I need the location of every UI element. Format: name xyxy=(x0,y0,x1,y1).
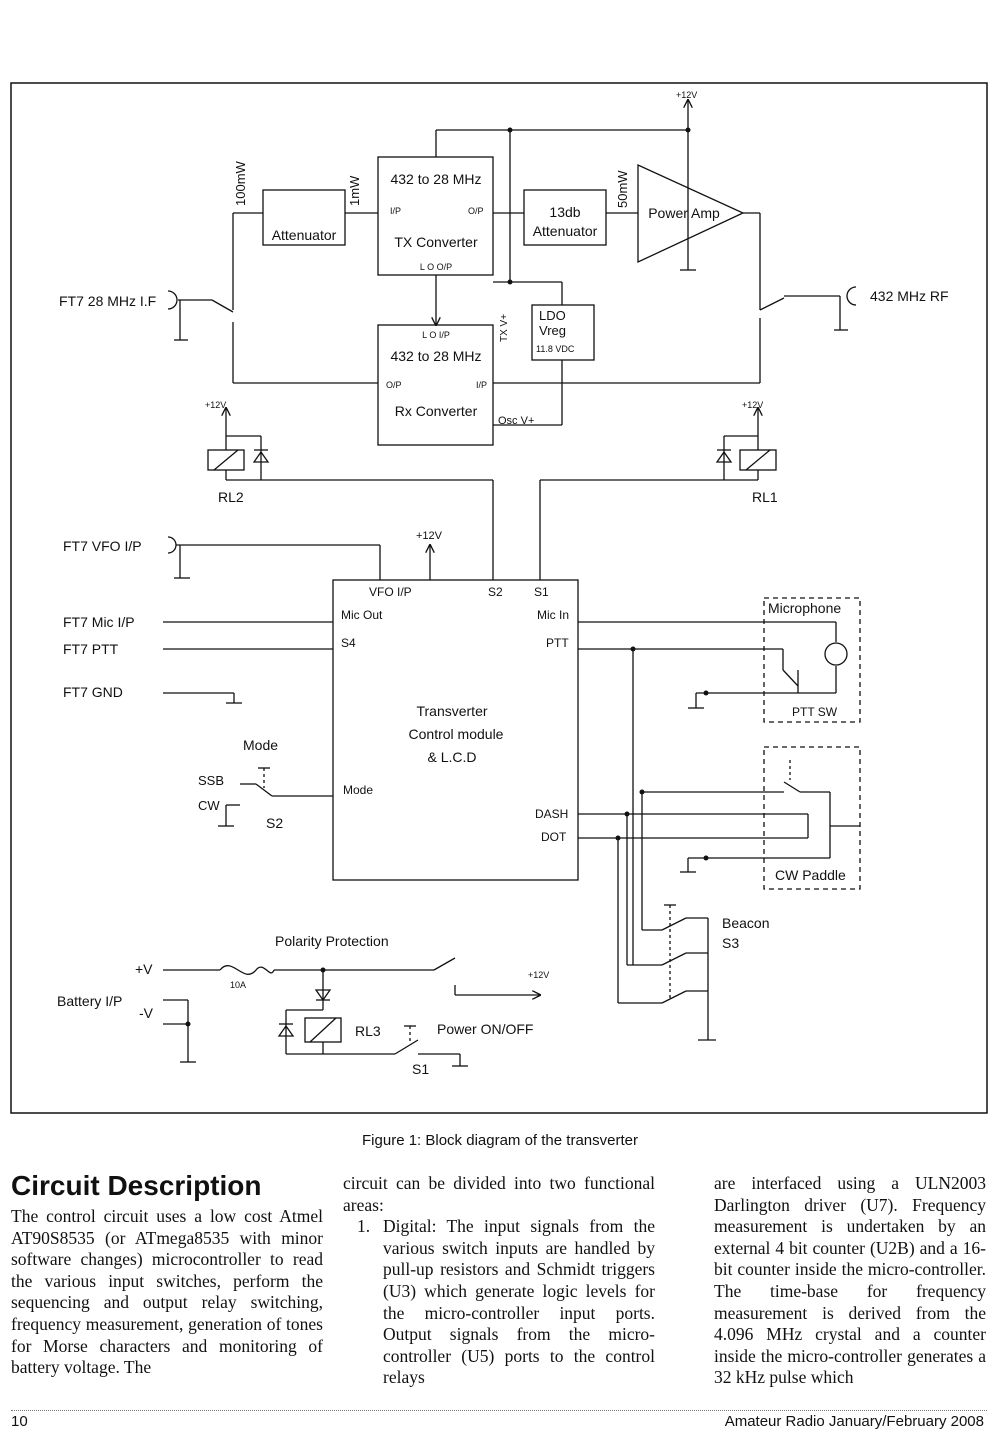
pin-dot: DOT xyxy=(541,830,567,844)
mode-label: Mode xyxy=(243,737,278,753)
power-50mw-label: 50mW xyxy=(615,170,630,208)
col2-intro: circuit can be divided into two function… xyxy=(343,1173,655,1215)
cw-label: CW xyxy=(198,798,220,813)
power-onoff-label: Power ON/OFF xyxy=(437,1021,533,1037)
plus12v-power: +12V xyxy=(528,970,549,980)
ldo-line2: Vreg xyxy=(539,323,566,338)
tx-converter-ip: I/P xyxy=(390,206,401,216)
pin-dash: DASH xyxy=(535,807,568,821)
power-100mw-label: 100mW xyxy=(233,160,248,206)
col3-paragraph: are interfaced using a ULN2003 Darlingto… xyxy=(714,1173,986,1388)
ft7-gnd-label: FT7 GND xyxy=(63,684,123,700)
pin-mic-in: Mic In xyxy=(537,608,569,622)
microphone-box xyxy=(763,597,861,723)
col1-paragraph: The control circuit uses a low cost Atme… xyxy=(11,1206,323,1378)
plus12v-control: +12V xyxy=(416,530,443,542)
attenuator-13db-block xyxy=(523,189,607,246)
text-column-2: circuit can be divided into two function… xyxy=(343,1173,655,1389)
ldo-line3: 11.8 VDC xyxy=(536,344,575,354)
control-module-line3: & L.C.D xyxy=(427,749,476,765)
minus-v-label: -V xyxy=(139,1005,154,1021)
ldo-line1: LDO xyxy=(539,308,566,323)
cw-paddle-label: CW Paddle xyxy=(775,867,846,883)
block-diagram: Attenuator 432 to 28 MHz I/P O/P TX Conv… xyxy=(10,82,988,1114)
attenuator-block xyxy=(262,189,346,246)
section-heading: Circuit Description xyxy=(11,1170,262,1201)
battery-label: Battery I/P xyxy=(57,993,122,1009)
footer-rule xyxy=(11,1410,987,1411)
page-number: 10 xyxy=(11,1413,28,1430)
rx-converter-freq: 432 to 28 MHz xyxy=(390,348,481,364)
pin-s2: S2 xyxy=(488,585,503,599)
pin-mode: Mode xyxy=(343,783,373,797)
pin-s4: S4 xyxy=(341,636,356,650)
plus-v-label: +V xyxy=(135,961,153,977)
pin-mic-out: Mic Out xyxy=(341,608,383,622)
attenuator-13db-line2: Attenuator xyxy=(533,223,598,239)
txv-label: TX V+ xyxy=(499,314,510,342)
attenuator-label: Attenuator xyxy=(272,227,337,243)
pin-s1: S1 xyxy=(534,585,549,599)
journal-footer: Amateur Radio January/February 2008 xyxy=(724,1413,984,1430)
beacon-label: Beacon xyxy=(722,915,769,931)
power-1mw-label: 1mW xyxy=(347,175,362,206)
list-item-digital: 1. Digital: The input signals from the v… xyxy=(343,1216,655,1389)
rl3-label: RL3 xyxy=(355,1023,381,1039)
rx-converter-name: Rx Converter xyxy=(395,403,478,419)
plus12v-rl2: +12V xyxy=(205,400,226,410)
attenuator-13db-line1: 13db xyxy=(549,204,580,220)
ft7-ptt-label: FT7 PTT xyxy=(63,641,119,657)
tx-converter-freq: 432 to 28 MHz xyxy=(390,171,481,187)
figure-caption: Figure 1: Block diagram of the transvert… xyxy=(362,1132,638,1149)
list-item-text: Digital: The input signals from the vari… xyxy=(383,1216,655,1388)
rx-converter-lo: L O I/P xyxy=(422,330,450,340)
control-module-line1: Transverter xyxy=(416,703,487,719)
pin-vfo: VFO I/P xyxy=(369,585,412,599)
pin-ptt: PTT xyxy=(546,636,569,650)
s1-label: S1 xyxy=(412,1061,429,1077)
text-column-1: The control circuit uses a low cost Atme… xyxy=(11,1206,323,1379)
text-column-3: are interfaced using a ULN2003 Darlingto… xyxy=(714,1173,986,1389)
ft7-mic-label: FT7 Mic I/P xyxy=(63,614,135,630)
block-diagram-svg: Attenuator 432 to 28 MHz I/P O/P TX Conv… xyxy=(10,82,988,1114)
control-module-line2: Control module xyxy=(409,726,504,742)
ldo-vreg-block xyxy=(531,304,595,361)
plus12v-rl1: +12V xyxy=(742,400,763,410)
tx-converter-lo: L O O/P xyxy=(420,262,452,272)
diagram-border xyxy=(10,82,988,1114)
microphone-label: Microphone xyxy=(768,600,841,616)
ft7-vfo-label: FT7 VFO I/P xyxy=(63,538,142,554)
cw-paddle-box xyxy=(763,746,861,890)
osc-v-label: Osc V+ xyxy=(498,415,534,427)
plus12v-top: +12V xyxy=(676,90,697,100)
ft7-if-label: FT7 28 MHz I.F xyxy=(59,293,156,309)
tx-converter-op: O/P xyxy=(468,206,484,216)
control-module-block xyxy=(332,579,579,881)
polarity-label: Polarity Protection xyxy=(275,933,389,949)
rl2-label: RL2 xyxy=(218,489,244,505)
rl1-label: RL1 xyxy=(752,489,778,505)
rf-432-label: 432 MHz RF xyxy=(870,288,949,304)
rx-converter-op: O/P xyxy=(386,380,402,390)
fuse-label: 10A xyxy=(230,980,246,990)
tx-converter-name: TX Converter xyxy=(394,234,478,250)
s2-label: S2 xyxy=(266,815,283,831)
rx-converter-ip: I/P xyxy=(476,380,487,390)
ptt-sw-label: PTT SW xyxy=(792,705,838,719)
list-number: 1. xyxy=(357,1216,371,1237)
ssb-label: SSB xyxy=(198,773,224,788)
s3-label: S3 xyxy=(722,935,739,951)
power-amp-label: Power Amp xyxy=(648,205,720,221)
